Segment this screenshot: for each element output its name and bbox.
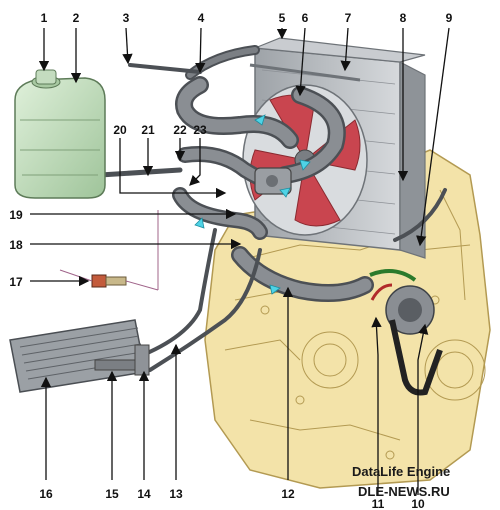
- leader-9: [416, 27, 450, 247]
- heater-core: [9, 319, 150, 393]
- leader-11: [371, 316, 382, 495]
- callout-numbers: 1 2 3 4 5 6 7 8 9 10 11 12 13 14 15 16 1…: [9, 11, 452, 510]
- callout-22: 22: [173, 123, 187, 137]
- thermostat-housing: [254, 167, 292, 195]
- callout-8: 8: [400, 11, 407, 25]
- callout-15: 15: [105, 487, 119, 501]
- leader-4: [195, 27, 206, 74]
- callout-leaders: [30, 27, 450, 495]
- callout-3: 3: [123, 11, 130, 25]
- callout-7: 7: [345, 11, 352, 25]
- callout-17: 17: [9, 275, 23, 289]
- coolant-hoses: [97, 45, 447, 372]
- callout-10: 10: [411, 497, 425, 510]
- callout-19: 19: [9, 208, 23, 222]
- leader-6: [295, 27, 306, 97]
- watermark-line-1: DataLife Engine: [352, 464, 450, 479]
- callout-11: 11: [372, 497, 385, 510]
- callout-16: 16: [39, 487, 53, 501]
- leader-3: [122, 27, 133, 65]
- callout-2: 2: [73, 11, 80, 25]
- leader-10: [417, 323, 429, 495]
- callout-12: 12: [281, 487, 295, 501]
- callout-23: 23: [193, 123, 207, 137]
- callout-20: 20: [113, 123, 127, 137]
- watermark: DataLife Engine DLE-NEWS.RU: [352, 464, 450, 499]
- coolant-flow-arrows: [194, 114, 311, 295]
- leader-7: [340, 27, 351, 72]
- callout-4: 4: [198, 11, 205, 25]
- expansion-tank: [14, 69, 106, 199]
- callout-21: 21: [141, 123, 155, 137]
- callout-5: 5: [279, 11, 286, 25]
- callout-18: 18: [9, 238, 23, 252]
- watermark-line-2: DLE-NEWS.RU: [358, 484, 450, 499]
- leader-20: [119, 138, 227, 199]
- water-pump: [369, 269, 435, 335]
- leader-23: [189, 138, 201, 186]
- callout-14: 14: [137, 487, 151, 501]
- callout-9: 9: [446, 11, 453, 25]
- callout-6: 6: [302, 11, 309, 25]
- callout-1: 1: [41, 11, 48, 25]
- temperature-sensor: [59, 210, 159, 291]
- callout-13: 13: [169, 487, 183, 501]
- drive-belt: [389, 319, 443, 396]
